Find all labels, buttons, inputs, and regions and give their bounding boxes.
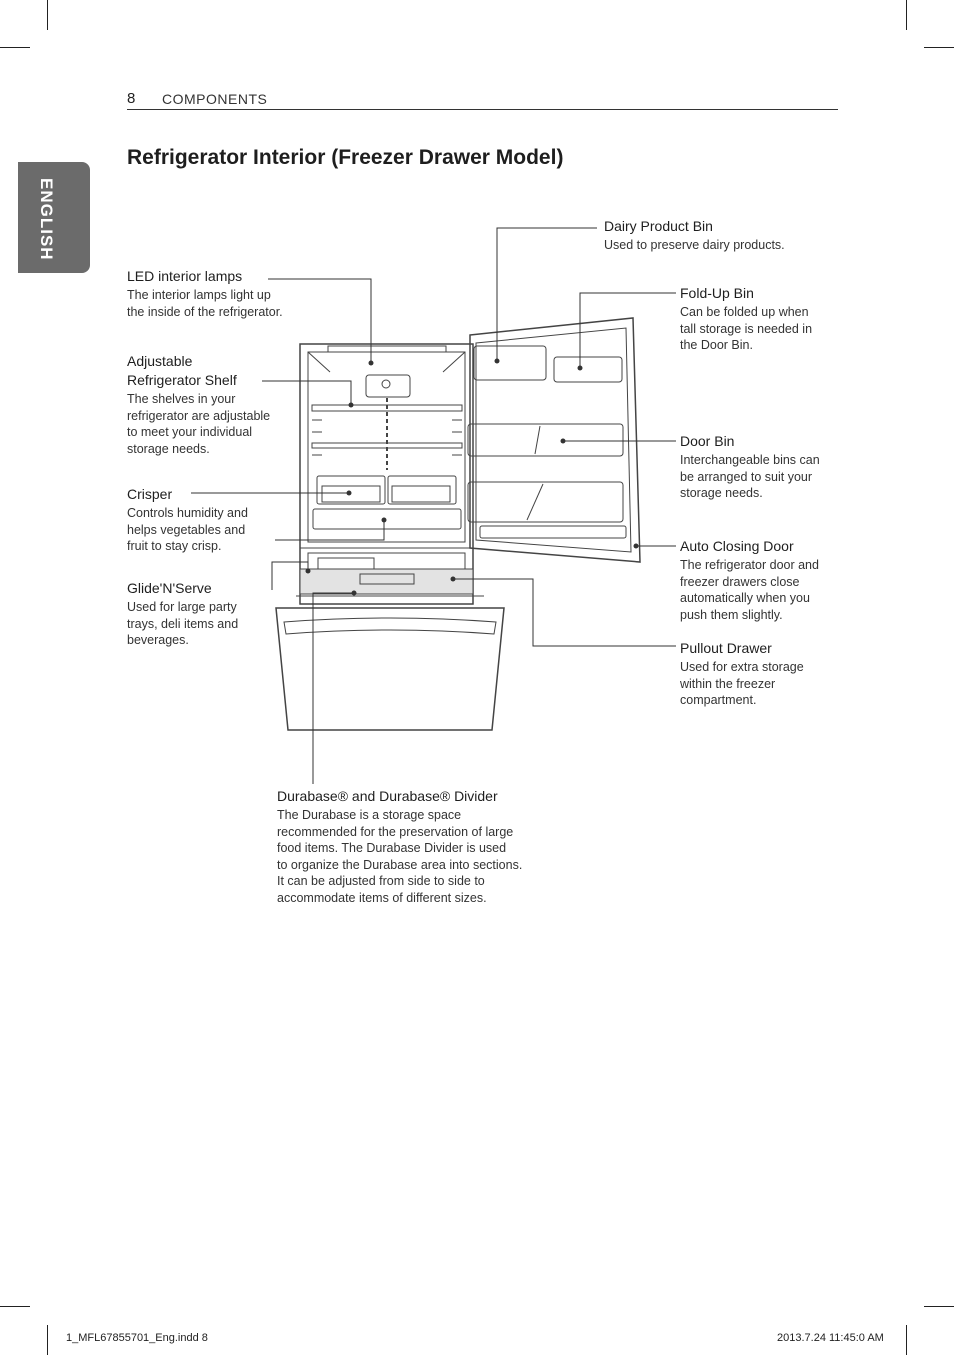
label-desc-line: beverages. (127, 633, 189, 647)
label-desc-line: It can be adjusted from side to side to (277, 874, 485, 888)
label-desc-line: The Durabase is a storage space (277, 808, 462, 822)
label-desc-line: the Door Bin. (680, 338, 753, 352)
crop-mark (924, 1306, 954, 1307)
lamp-strip (327, 345, 447, 353)
label-title: Refrigerator Shelf (127, 372, 237, 388)
label-desc-line: Used for large party (127, 600, 237, 614)
label-desc-line: food items. The Durabase Divider is used (277, 841, 507, 855)
cabinet-outline (299, 343, 474, 605)
label-title: Durabase® and Durabase® Divider (277, 788, 498, 804)
label-title: Dairy Product Bin (604, 218, 713, 234)
refrigerator-shelf (311, 442, 463, 449)
refrigerator-shelf (311, 404, 463, 412)
label-pullout-drawer: Pullout Drawer Used for extra storage wi… (680, 639, 804, 709)
label-desc-line: compartment. (680, 693, 757, 707)
label-desc-line: within the freezer (680, 676, 776, 691)
label-desc-line: be arranged to suit your (680, 469, 813, 484)
label-desc-line: storage needs. (127, 441, 210, 456)
label-title: Auto Closing Door (680, 538, 794, 554)
footer-timestamp: 2013.7.24 11:45:0 AM (777, 1332, 884, 1344)
crop-mark (47, 0, 48, 30)
label-desc-line: Controls humidity and (127, 506, 248, 520)
fold-up-bin (553, 356, 623, 383)
crop-mark (906, 1325, 907, 1355)
door-bin (467, 423, 624, 457)
label-title: Crisper (127, 486, 173, 502)
page-number: 8 (127, 90, 136, 107)
label-crisper: Crisper Controls humidity and helps vege… (127, 485, 248, 555)
label-desc-line: tall storage is needed in (680, 321, 813, 336)
control-panel (365, 374, 411, 398)
label-door-bin: Door Bin Interchangeable bins can be arr… (680, 432, 820, 502)
label-fold-up-bin: Fold-Up Bin Can be folded up when tall s… (680, 284, 812, 354)
label-desc-line: Used to preserve dairy products. (604, 238, 785, 252)
label-desc-line: fruit to stay crisp. (127, 539, 222, 553)
crisper-drawer (316, 475, 386, 505)
label-desc-line: accommodate items of different sizes. (277, 890, 487, 905)
label-title: LED interior lamps (127, 268, 243, 284)
label-desc-line: storage needs. (680, 486, 763, 500)
label-desc-line: to meet your individual (127, 425, 253, 439)
label-desc-line: push them slightly. (680, 607, 783, 622)
label-desc-line: Can be folded up when (680, 305, 809, 319)
label-title: Pullout Drawer (680, 640, 772, 656)
label-title: Fold-Up Bin (680, 285, 754, 301)
crop-mark (906, 0, 907, 30)
crop-mark (47, 1325, 48, 1355)
label-desc-line: freezer drawers close (680, 574, 800, 589)
label-desc-line: recommended for the preservation of larg… (277, 824, 514, 839)
freezer-drawer (275, 607, 505, 731)
label-desc-line: The refrigerator door and (680, 558, 819, 572)
label-auto-closing-door: Auto Closing Door The refrigerator door … (680, 537, 819, 623)
label-desc-line: Interchangeable bins can (680, 453, 820, 467)
label-desc-line: to organize the Durabase area into secti… (277, 857, 523, 872)
label-desc-line: The interior lamps light up (127, 288, 271, 302)
crop-mark (0, 47, 30, 48)
label-title: Door Bin (680, 433, 735, 449)
section-name: COMPONENTS (162, 91, 268, 107)
label-desc-line: the inside of the refrigerator. (127, 304, 283, 319)
label-desc-line: automatically when you (680, 591, 810, 605)
freezer-interior (307, 552, 466, 570)
label-glide-n-serve: Glide'N'Serve Used for large party trays… (127, 579, 238, 649)
label-dairy-bin: Dairy Product Bin Used to preserve dairy… (604, 217, 785, 254)
header-rule (127, 109, 838, 110)
label-led-lamps: LED interior lamps The interior lamps li… (127, 267, 283, 320)
crop-mark (924, 47, 954, 48)
label-durabase: Durabase® and Durabase® Divider The Dura… (277, 787, 522, 906)
label-adjustable-shelf: Adjustable Refrigerator Shelf The shelve… (127, 352, 270, 457)
glide-n-serve-drawer (312, 508, 462, 530)
label-desc-line: helps vegetables and (127, 522, 246, 537)
label-desc-line: refrigerator are adjustable (127, 408, 271, 423)
label-title: Adjustable (127, 353, 193, 369)
dairy-bin (473, 345, 547, 381)
pullout-drawer (299, 568, 474, 595)
door-bin (467, 481, 624, 523)
label-title: Glide'N'Serve (127, 580, 212, 596)
language-tab (18, 162, 90, 273)
refrigerator-door (469, 317, 641, 563)
footer-file: 1_MFL67855701_Eng.indd 8 (66, 1332, 208, 1344)
label-desc-line: Used for extra storage (680, 660, 804, 674)
crisper-drawer (387, 475, 457, 505)
label-desc-line: The shelves in your (127, 392, 236, 406)
crop-mark (0, 1306, 30, 1307)
page-title: Refrigerator Interior (Freezer Drawer Mo… (127, 146, 564, 169)
label-desc-line: trays, deli items and (127, 616, 239, 631)
